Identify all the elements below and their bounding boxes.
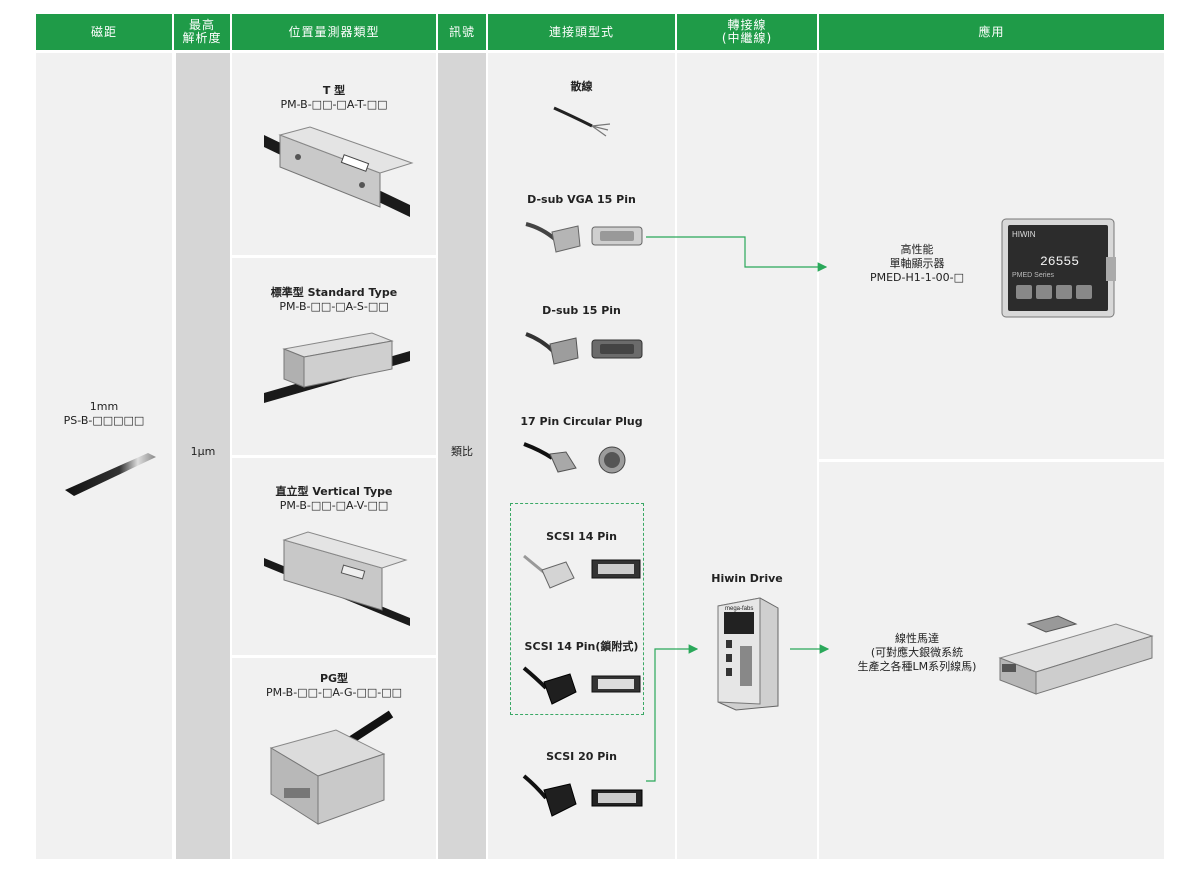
header-connector-type: 連接頭型式 <box>488 14 675 50</box>
scsi-lock-group-frame <box>510 503 644 715</box>
drive-label: Hiwin Drive <box>711 572 783 585</box>
vertical-type-sensor-image <box>264 531 410 626</box>
sensor-divider <box>232 255 436 258</box>
sensor-pg-model: PM-B-□□-□A-G-□□-□□ <box>265 686 403 699</box>
sensor-vertical-name: 直立型 Vertical Type <box>275 485 393 498</box>
column-signal <box>438 53 486 859</box>
connector-label-dsub-vga: D-sub VGA 15 Pin <box>527 193 636 206</box>
connector-label-scsi20: SCSI 20 Pin <box>546 750 617 763</box>
display-series-text: PMED Series <box>1012 272 1055 279</box>
drive-brand-text: mega-fabs <box>725 606 753 612</box>
sensor-vertical-model: PM-B-□□-□A-V-□□ <box>279 499 389 512</box>
sensor-standard-model: PM-B-□□-□A-S-□□ <box>279 300 389 313</box>
header-application: 應用 <box>819 14 1164 50</box>
header-max-resolution: 最高 解析度 <box>174 14 230 50</box>
column-resolution <box>176 53 230 859</box>
pg-type-sensor-image <box>269 710 394 825</box>
sensor-divider <box>232 655 436 658</box>
header-adapter-cable: 轉接線 (中繼線) <box>677 14 817 50</box>
scsi14-connector-image <box>523 554 641 589</box>
display-line2: 單軸顯示器 <box>889 257 945 270</box>
dsub-vga-connector-image <box>525 222 643 253</box>
signal-value: 類比 <box>451 445 473 458</box>
magnetic-scale-image <box>65 453 156 496</box>
display-brand-text: HIWIN <box>1012 230 1036 239</box>
linear-motor-image <box>998 615 1154 695</box>
column-adapter-cable <box>677 53 817 859</box>
sensor-t-name: T 型 <box>322 84 346 97</box>
resolution-value: 1µm <box>190 445 216 458</box>
header-sensor-type: 位置量測器類型 <box>232 14 436 50</box>
sensor-t-model: PM-B-□□-□A-T-□□ <box>280 98 388 111</box>
hiwin-drive-image: mega-fabs <box>717 597 779 711</box>
column-connector-type <box>488 53 675 859</box>
display-reading-text: 26555 <box>1040 254 1079 269</box>
display-model: PMED-H1-1-00-□ <box>869 271 965 284</box>
t-type-sensor-image <box>264 126 414 217</box>
column-application <box>819 53 1164 859</box>
motor-line3: 生產之各種LM系列線馬) <box>857 660 977 673</box>
header-signal: 訊號 <box>438 14 486 50</box>
dsub-connector-image <box>525 332 643 365</box>
connector-label-scsi14: SCSI 14 Pin <box>546 530 617 543</box>
connector-label-circular: 17 Pin Circular Plug <box>520 415 643 428</box>
header-magnetic-pitch: 磁距 <box>36 14 172 50</box>
display-line1: 高性能 <box>900 243 934 256</box>
scsi14-lock-connector-image <box>522 666 641 705</box>
scale-pitch: 1mm <box>89 400 119 413</box>
circular-plug-connector-image <box>523 442 626 474</box>
standard-type-sensor-image <box>264 332 410 403</box>
pmed-display-image: HIWIN 26555 PMED Series <box>1001 218 1116 318</box>
connector-label-flying-leads: 散線 <box>570 80 593 93</box>
motor-line2: (可對應大銀微系統 <box>870 646 964 659</box>
flying-leads-cable-image <box>553 106 611 137</box>
scsi20-connector-image <box>522 774 643 817</box>
connector-label-scsi14-lock: SCSI 14 Pin(鎖附式) <box>524 640 639 653</box>
application-divider <box>819 459 1164 462</box>
sensor-standard-name: 標準型 Standard Type <box>270 286 398 299</box>
sensor-pg-name: PG型 <box>319 672 349 685</box>
connector-label-dsub: D-sub 15 Pin <box>542 304 621 317</box>
scale-model: PS-B-□□□□□ <box>63 414 145 427</box>
sensor-divider <box>232 455 436 458</box>
motor-line1: 線性馬達 <box>895 632 939 645</box>
